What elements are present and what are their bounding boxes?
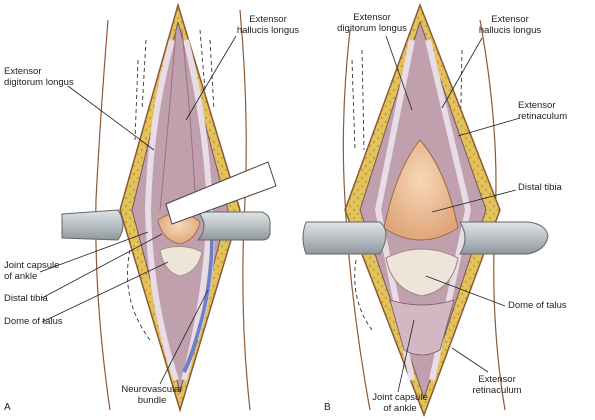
- leader-b-edl: [385, 35, 413, 111]
- label-b-dome-of-talus: Dome of talus: [508, 300, 567, 311]
- neurovascular-bundle-a: [182, 239, 214, 373]
- leader-b-ret-bottom: [451, 347, 489, 373]
- leader-b-capsule: [397, 319, 415, 393]
- panel-b-drawing: [302, 2, 549, 418]
- skin-contour-right: [239, 9, 251, 411]
- distal-tibia-b: [383, 139, 459, 241]
- dashed-guide-lower-b: [354, 259, 373, 331]
- label-b-extensor-hallucis-longus: Extensor hallucis longus: [478, 14, 542, 36]
- retractor-right-b: [459, 221, 549, 255]
- label-a-extensor-digitorum-longus: Extensor digitorum longus: [4, 66, 74, 88]
- leader-b-ret-top: [457, 117, 521, 137]
- label-b-extensor-retinaculum-bottom: Extensor retinaculum: [472, 374, 522, 396]
- skin-contour-left: [95, 19, 111, 411]
- leader-b-tibia: [431, 189, 517, 213]
- leader-a-talus: [41, 261, 169, 323]
- label-a-extensor-hallucis-longus: Extensor hallucis longus: [236, 14, 300, 36]
- label-a-dome-of-talus: Dome of talus: [4, 316, 63, 327]
- label-b-extensor-digitorum-longus: Extensor digitorum longus: [337, 12, 407, 34]
- leader-lines: [39, 35, 521, 393]
- tendon-edl: [144, 39, 179, 381]
- label-a-joint-capsule: Joint capsule of ankle: [4, 260, 60, 282]
- skin-contour-left-b: [342, 29, 371, 411]
- leader-a-capsule: [39, 231, 149, 273]
- dashed-incision-guides: [134, 29, 215, 141]
- label-a-neurovascular-bundle: Neurovascular bundle: [121, 384, 183, 406]
- panel-letter-b: B: [324, 402, 331, 413]
- neurovascular-highlight: [197, 239, 215, 341]
- label-b-distal-tibia: Distal tibia: [518, 182, 562, 193]
- panel-a-drawing: [61, 2, 277, 413]
- leader-a-tibia: [41, 233, 163, 299]
- retractor-left-a: [61, 209, 124, 241]
- retractor-left-b: [302, 221, 387, 255]
- leader-b-ehl: [441, 37, 483, 109]
- label-a-distal-tibia: Distal tibia: [4, 293, 48, 304]
- fascia-line-1: [159, 29, 177, 211]
- dashed-guide-lower: [127, 249, 151, 341]
- leader-b-talus: [425, 275, 506, 307]
- leader-a-nv: [159, 289, 209, 385]
- talus-dome-b: [385, 248, 459, 297]
- retractor-right-a: [196, 211, 271, 241]
- label-b-extensor-retinaculum-top: Extensor retinaculum: [518, 100, 568, 122]
- leader-a-ehl: [185, 35, 237, 121]
- talus-dome-a: [159, 246, 203, 277]
- panel-letter-a: A: [4, 402, 11, 413]
- elevator-instrument: [165, 161, 277, 225]
- label-b-joint-capsule: Joint capsule of ankle: [372, 392, 428, 414]
- fascia-line-2: [181, 29, 197, 211]
- joint-capsule-b: [389, 299, 455, 356]
- leader-a-edl: [67, 85, 155, 151]
- dashed-guides-b: [351, 49, 463, 151]
